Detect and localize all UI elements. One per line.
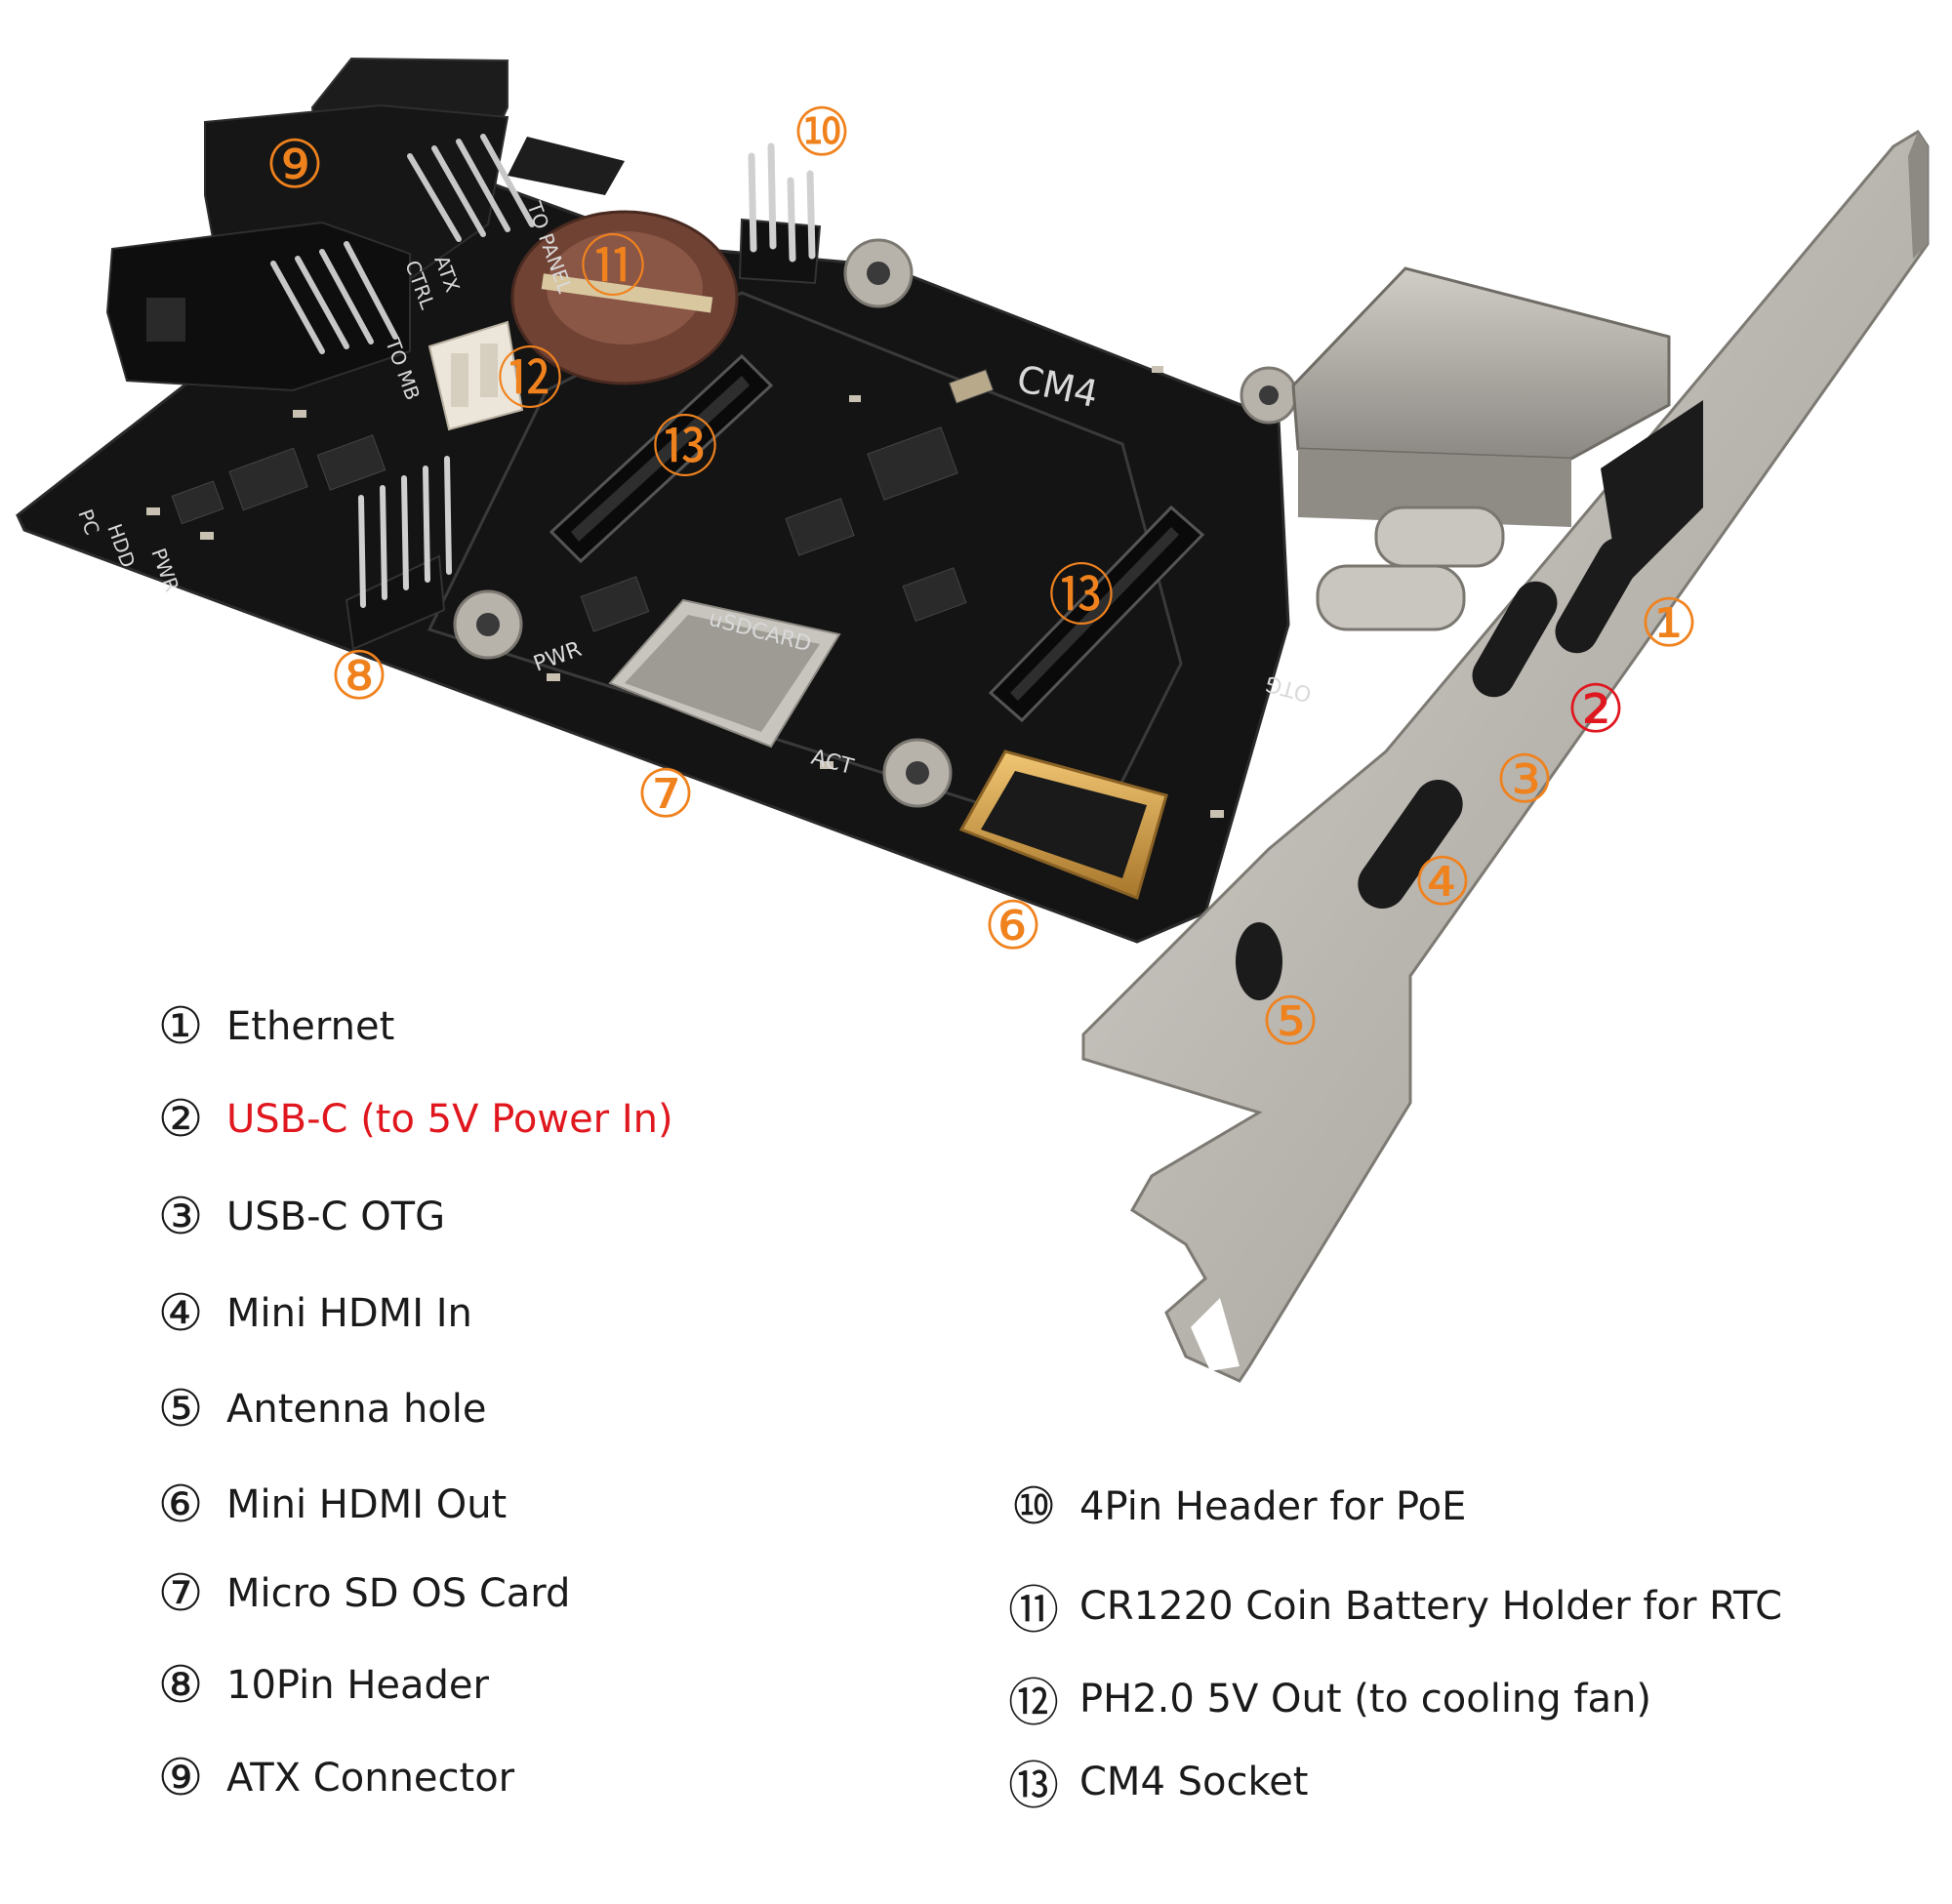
callout-mini-hdmi-out: ⑥ [983, 888, 1043, 965]
standoffs [453, 238, 1298, 808]
pci-bracket [1081, 129, 1930, 1383]
legend-label: USB-C OTG [226, 1195, 446, 1239]
legend-label: 4Pin Header for PoE [1079, 1484, 1467, 1529]
legend-label: Antenna hole [226, 1387, 487, 1432]
legend-number: ⑩ [1010, 1478, 1057, 1536]
legend-number: ② [157, 1090, 204, 1149]
battery-holder [510, 210, 739, 385]
callout-atx-connector: ⑨ [264, 127, 325, 204]
legend-label: Mini HDMI In [226, 1291, 472, 1336]
legend-number: ⑤ [157, 1380, 204, 1438]
legend-number: ⑥ [157, 1476, 204, 1534]
callout-cm4-socket-b: ⑬ [1047, 558, 1116, 635]
legend-number: ⑪ [1007, 1582, 1059, 1641]
legend-label: CR1220 Coin Battery Holder for RTC [1079, 1583, 1783, 1629]
usb-c-housings [1316, 506, 1505, 631]
legend-label: Ethernet [226, 1004, 395, 1049]
callout-antenna-hole: ⑤ [1260, 984, 1321, 1061]
legend-item-cm4-socket: ⑬ CM4 Socket [1005, 1745, 1309, 1818]
legend-item-ph2-out: ⑫ PH2.0 5V Out (to cooling fan) [1005, 1662, 1651, 1735]
mini-hdmi-out-port [958, 749, 1168, 900]
10pin-header [345, 456, 452, 651]
legend-item-antenna-hole: ⑤ Antenna hole [152, 1380, 487, 1438]
ph2-connector [427, 320, 524, 431]
silk-otg: OTG [1263, 670, 1315, 707]
atx-connector [105, 57, 625, 392]
cm4-socket-left [549, 353, 774, 564]
legend-item-usb-c-otg: ③ USB-C OTG [152, 1188, 445, 1246]
legend-item-atx-connector: ⑨ ATX Connector [152, 1749, 514, 1807]
callout-10pin-header: ⑧ [329, 638, 389, 715]
legend-number: ⑫ [1007, 1675, 1059, 1733]
legend-label: Micro SD OS Card [226, 1571, 571, 1616]
legend-item-mini-hdmi-in: ④ Mini HDMI In [152, 1284, 472, 1343]
callout-usb-c-otg: ③ [1494, 742, 1555, 819]
rj45-housing [1291, 266, 1671, 527]
legend-number: ⑬ [1007, 1758, 1059, 1816]
legend-item-micro-sd: ⑦ Micro SD OS Card [152, 1564, 571, 1623]
legend-label: ATX Connector [226, 1756, 515, 1801]
legend-item-10pin-header: ⑧ 10Pin Header [152, 1656, 489, 1715]
legend-item-usb-c-power: ② USB-C (to 5V Power In) [152, 1090, 673, 1149]
legend-item-4pin-header: ⑩ 4Pin Header for PoE [1005, 1478, 1467, 1536]
callout-battery-holder: ⑪ [579, 229, 647, 306]
4pin-header [738, 142, 822, 285]
legend-label: CM4 Socket [1079, 1759, 1309, 1804]
legend-label: 10Pin Header [226, 1663, 489, 1708]
legend-number: ① [157, 997, 204, 1056]
legend-label: PH2.0 5V Out (to cooling fan) [1079, 1676, 1651, 1722]
callout-usb-c-power: ② [1566, 671, 1626, 749]
callout-cm4-socket-a: ⑬ [651, 410, 719, 487]
cm4-socket-right [988, 505, 1205, 723]
callout-ph2-out: ⑫ [496, 342, 564, 419]
legend-number: ⑨ [157, 1749, 204, 1807]
callout-mini-hdmi-in: ④ [1412, 844, 1473, 921]
legend-label: Mini HDMI Out [226, 1482, 508, 1527]
callout-micro-sd: ⑦ [635, 756, 696, 833]
legend-item-mini-hdmi-out: ⑥ Mini HDMI Out [152, 1476, 508, 1534]
callout-ethernet: ① [1639, 586, 1699, 663]
legend-number: ⑧ [157, 1656, 204, 1715]
micro-sd-slot [608, 598, 841, 749]
smd-components [171, 369, 995, 632]
callout-4pin-header: ⑩ [792, 95, 852, 172]
legend-item-ethernet: ① Ethernet [152, 997, 395, 1056]
legend-item-battery-holder: ⑪ CR1220 Coin Battery Holder for RTC [1005, 1569, 1782, 1642]
legend-number: ⑦ [157, 1564, 204, 1623]
smd-small-parts [146, 366, 1224, 818]
legend-number: ④ [157, 1284, 204, 1343]
legend-number: ③ [157, 1188, 204, 1246]
legend-label-highlight: USB-C (to 5V Power In) [226, 1097, 673, 1142]
